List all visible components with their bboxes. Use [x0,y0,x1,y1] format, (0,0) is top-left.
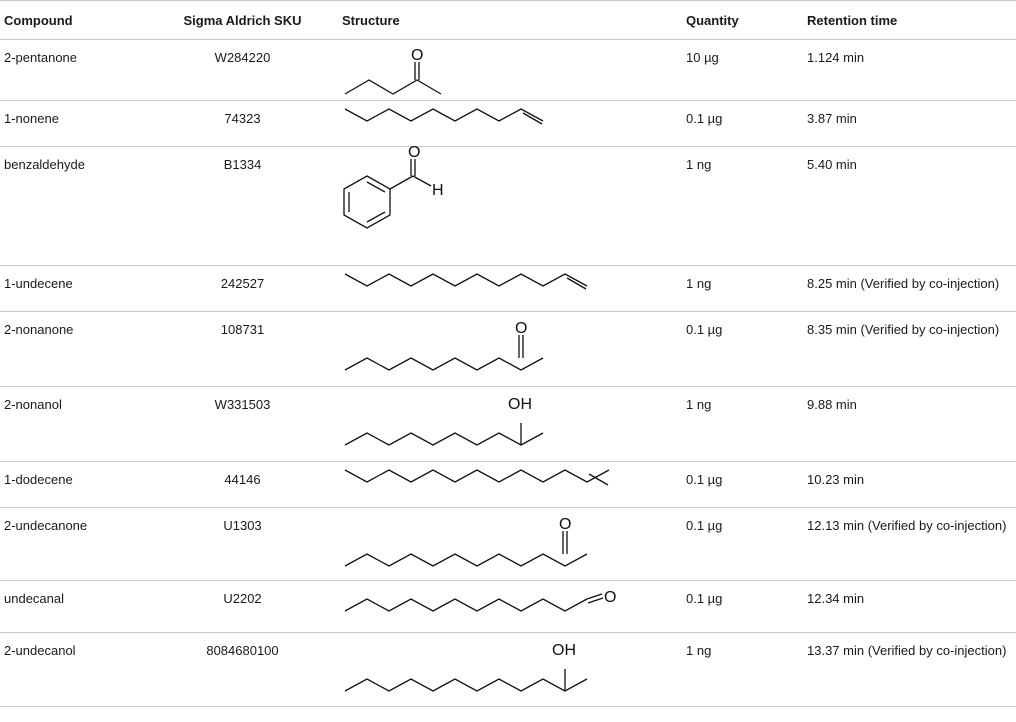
sku-cell: 8084680100 [143,632,342,707]
structure-cell: O [342,507,686,581]
retention-cell: 13.37 min (Verified by co-injection) [807,632,1016,707]
retention-cell: 9.88 min [807,386,1016,462]
structure-2-nonanol: OH [344,396,544,446]
sku-cell: B1334 [143,146,342,266]
compound-cell: 2-nonanol [0,386,143,462]
quantity-cell: 0.1 µg [686,507,807,581]
table-row: 2-undecanone U1303 O 0.1 µg 12.13 min (V… [0,507,1016,581]
header-structure: Structure [342,0,686,40]
table-row: 2-nonanone 108731 O 0.1 µg 8.35 min (Ver… [0,311,1016,387]
structure-cell [342,100,686,147]
retention-cell: 12.34 min [807,580,1016,633]
structure-cell [342,265,686,312]
structure-undecanal: O [344,589,616,612]
compound-cell: benzaldehyde [0,146,143,266]
atom-label: H [432,182,444,199]
quantity-cell: 1 ng [686,386,807,462]
retention-cell: 3.87 min [807,100,1016,147]
atom-label: O [411,47,423,64]
atom-label: O [604,589,616,606]
structure-2-undecanone: O [344,516,588,567]
table-row: 1-undecene 242527 1 ng 8.25 min (Verifie… [0,265,1016,312]
structure-1-nonene [344,108,544,125]
structure-cell: O H [342,144,686,266]
sku-cell: U2202 [143,580,342,633]
atom-label: O [559,516,571,533]
atom-label: O [515,320,527,337]
quantity-cell: 0.1 µg [686,311,807,387]
quantity-cell: 1 ng [686,265,807,312]
header-retention: Retention time [807,0,1016,40]
retention-cell: 12.13 min (Verified by co-injection) [807,507,1016,581]
sku-cell: 44146 [143,461,342,508]
sku-cell: 108731 [143,311,342,387]
quantity-cell: 1 ng [686,146,807,266]
quantity-cell: 0.1 µg [686,100,807,147]
structure-2-undecanol: OH [344,642,588,692]
structure-cell: O [342,311,686,387]
structure-1-dodecene [344,469,610,486]
table-row: 2-nonanol W331503 OH 1 ng 9.88 min [0,386,1016,462]
structure-cell: O [342,580,686,633]
compound-cell: undecanal [0,580,143,633]
quantity-cell: 0.1 µg [686,580,807,633]
structure-cell: OH [342,386,686,462]
header-compound: Compound [0,0,143,40]
retention-cell: 5.40 min [807,146,1016,266]
compound-cell: 2-nonanone [0,311,143,387]
compound-cell: 2-pentanone [0,39,143,101]
retention-cell: 8.25 min (Verified by co-injection) [807,265,1016,312]
quantity-cell: 0.1 µg [686,461,807,508]
table-row: 1-nonene 74323 0.1 µg 3.87 min [0,100,1016,147]
structure-1-undecene [344,273,588,290]
sku-cell: W331503 [143,386,342,462]
compound-cell: 2-undecanol [0,632,143,707]
structure-cell [342,461,686,508]
quantity-cell: 10 µg [686,39,807,101]
table-row: 2-pentanone W284220 O 10 µg 1.124 min [0,39,1016,101]
compound-cell: 1-dodecene [0,461,143,508]
atom-label: OH [508,396,532,413]
table-row: 1-dodecene 44146 0.1 µg 10.23 min [0,461,1016,508]
table-row: 2-undecanol 8084680100 OH 1 ng 13.37 min… [0,632,1016,707]
retention-cell: 1.124 min [807,39,1016,101]
compound-table: Compound Sigma Aldrich SKU Structure Qua… [0,0,1016,707]
sku-cell: 242527 [143,265,342,312]
structure-cell: OH [342,632,686,707]
table-row: benzaldehyde B1334 O H 1 ng 5.40 min [0,144,1016,266]
compound-cell: 1-undecene [0,265,143,312]
table-row: undecanal U2202 O 0.1 µg 12.34 min [0,580,1016,633]
structure-cell: O [342,39,686,101]
atom-label: O [408,144,420,161]
sku-cell: W284220 [143,39,342,101]
header-sku: Sigma Aldrich SKU [143,0,342,40]
atom-label: OH [552,642,576,659]
structure-2-pentanone: O [344,47,442,95]
sku-cell: 74323 [143,100,342,147]
retention-cell: 8.35 min (Verified by co-injection) [807,311,1016,387]
structure-benzaldehyde: O H [343,144,444,229]
compound-cell: 1-nonene [0,100,143,147]
compound-cell: 2-undecanone [0,507,143,581]
quantity-cell: 1 ng [686,632,807,707]
header-row: Compound Sigma Aldrich SKU Structure Qua… [0,0,1016,40]
header-quantity: Quantity [686,0,807,40]
structure-2-nonanone: O [344,320,544,371]
sku-cell: U1303 [143,507,342,581]
retention-cell: 10.23 min [807,461,1016,508]
